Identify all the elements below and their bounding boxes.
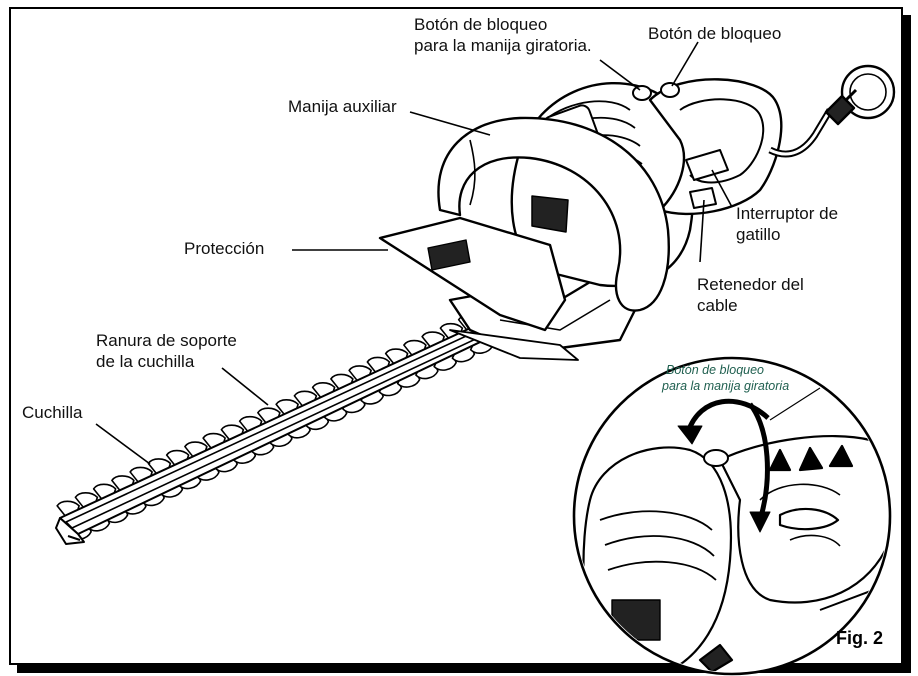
figure-caption: Fig. 2 (836, 628, 884, 648)
leader-cord-retainer (699, 199, 705, 263)
inset-detail (572, 356, 892, 676)
leader-blade (95, 423, 151, 465)
blade (55, 305, 523, 545)
rotation-arrow-down (747, 402, 770, 521)
leader-blade-slot (221, 367, 269, 406)
blade-tip-detail (67, 535, 81, 541)
trimmer-body (378, 64, 896, 361)
auxiliary-handle (437, 116, 670, 312)
leader-lines (95, 41, 733, 465)
trigger (685, 149, 729, 181)
leader-trigger (711, 169, 733, 208)
inset-label-line1: Botón de bloqueo (666, 363, 765, 377)
rotation-arrow-left (685, 398, 770, 433)
leader-lock-button (671, 41, 699, 87)
inset-label-line2: para la manija giratoria (662, 379, 790, 393)
label-auxiliary-handle: Manija auxiliar (288, 97, 397, 116)
label-lock-button: Botón de bloqueo (648, 24, 782, 43)
label-blade-support-slot: Ranura de soporte de la cuchilla (96, 331, 237, 371)
blade-tip (55, 517, 85, 545)
leader-rotating-lock (599, 59, 641, 91)
label-cord-retainer: Retenedor del cable (697, 275, 804, 315)
lock-button-shape (660, 82, 680, 98)
guard-plate (378, 216, 567, 332)
leader-aux-handle (409, 111, 491, 136)
label-rotating-lock-button: Botón de bloqueo para la manija giratori… (414, 15, 592, 55)
label-blade: Cuchilla (22, 403, 83, 422)
rotating-lock-button (632, 85, 652, 101)
label-trigger-switch: Interruptor de gatillo (736, 204, 839, 244)
cord-retainer-shape (689, 187, 717, 209)
power-plug (824, 64, 896, 126)
label-guard: Protección (184, 239, 265, 258)
rear-handle (648, 78, 783, 216)
